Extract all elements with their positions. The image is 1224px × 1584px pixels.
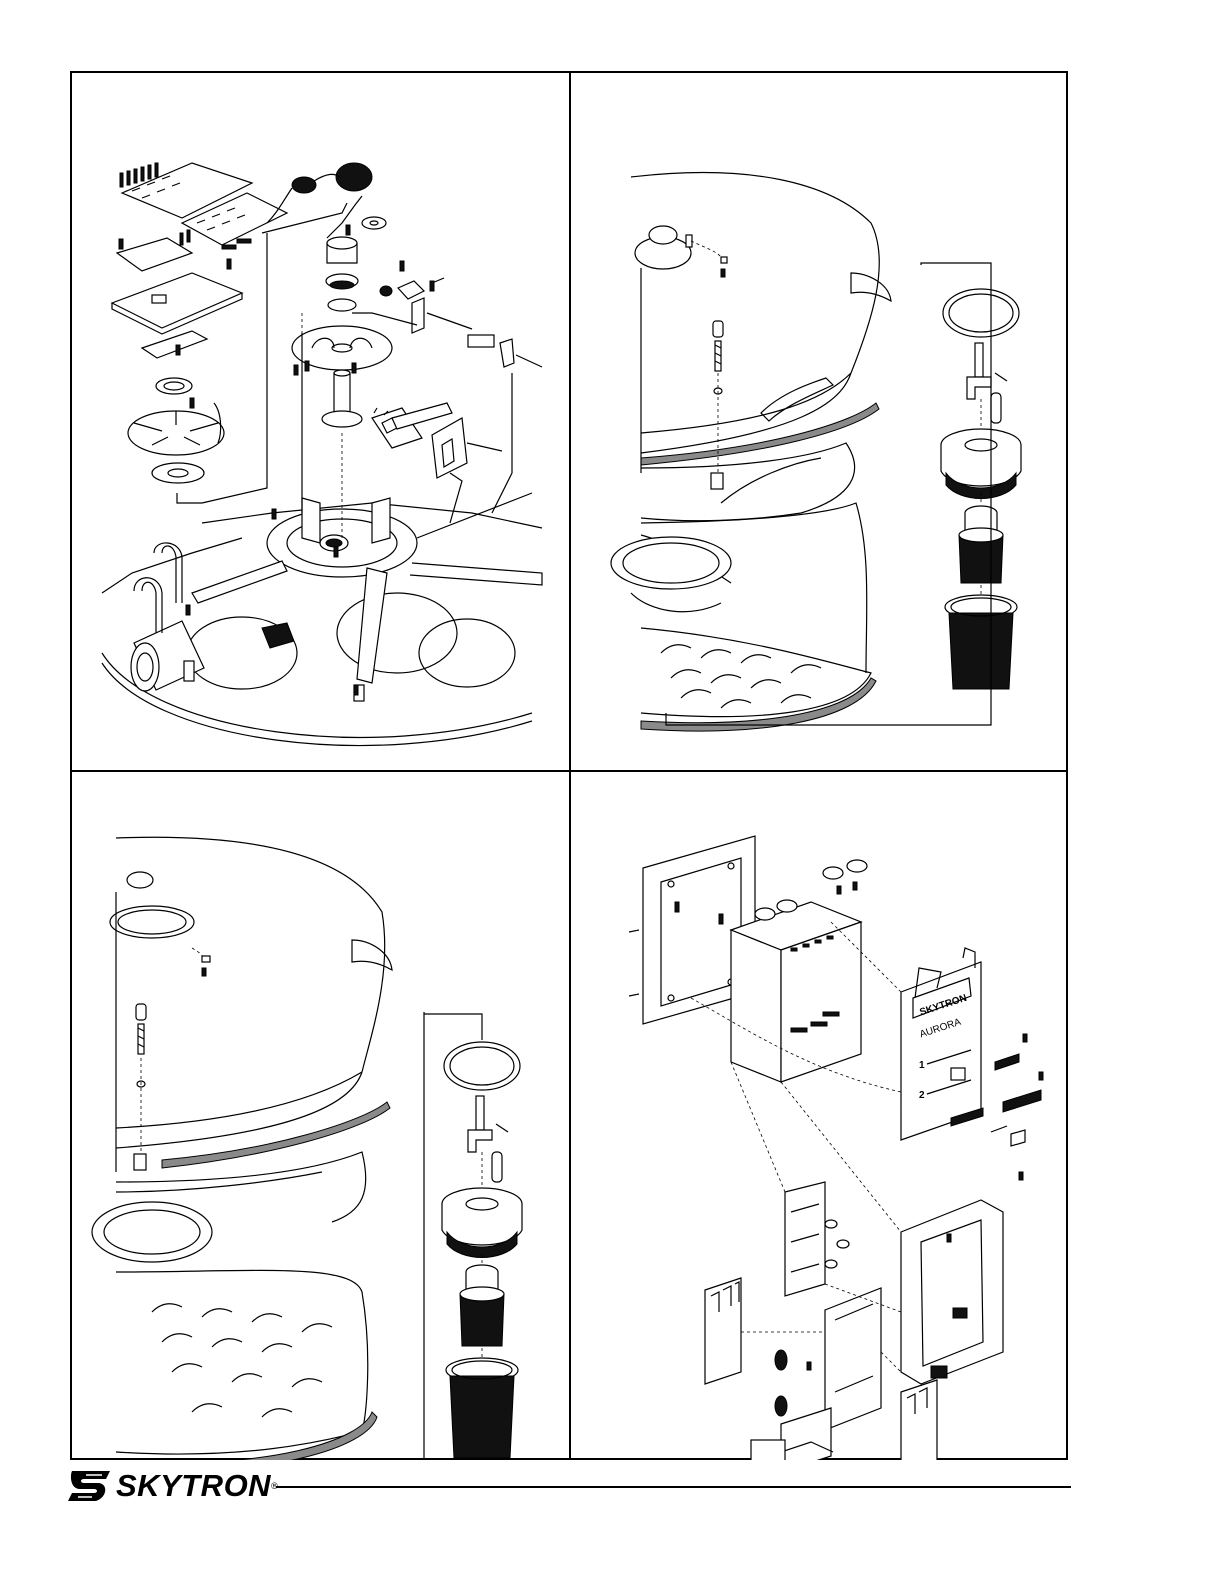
panel-light-head-yoke [72,73,569,770]
camera-handle-upper-drawing [571,73,1066,770]
lower-dome-icon [92,1172,377,1460]
channel-2-label: 2 [919,1090,925,1101]
camera-handle-lower-drawing [72,772,569,1460]
center-column-icon [292,217,392,427]
handle-pin-icon [711,321,723,489]
light-head-dome-icon [110,837,392,1222]
panel-camera-handle-upper [571,73,1066,770]
hub-ring-icon [128,378,224,483]
mounting-plate-icon [112,238,242,358]
control-box-drawing: SKYTRON AURORA 1 2 [571,772,1066,1460]
transformer-icon [751,1350,833,1460]
skytron-logo-icon [66,1469,112,1503]
camera-handle-icon [442,1042,522,1458]
footer-rule [276,1486,1071,1488]
light-head-yoke-drawing [72,73,569,770]
camera-handle-icon [941,289,1021,689]
panel-control-box: SKYTRON AURORA 1 2 [571,772,1066,1460]
skytron-logo: SKYTRON® [66,1468,278,1504]
footer-brand: SKYTRON [116,1468,271,1504]
leader-line-bracket [424,1012,482,1040]
circuit-board-icon [785,1182,849,1296]
light-head-dome-icon [631,173,891,521]
front-panel-icon: SKYTRON AURORA 1 2 [901,948,1041,1146]
light-head-housing-icon [102,493,542,746]
lower-dome-icon [611,503,876,731]
exploded-diagram-grid: SKYTRON AURORA 1 2 [70,71,1068,1460]
channel-1-label: 1 [919,1060,925,1071]
page-footer: SKYTRON® [66,1468,1076,1508]
hinge-hardware-icon [380,278,542,367]
circuit-board-icon [120,163,287,249]
panel-camera-handle-lower [72,772,569,1460]
